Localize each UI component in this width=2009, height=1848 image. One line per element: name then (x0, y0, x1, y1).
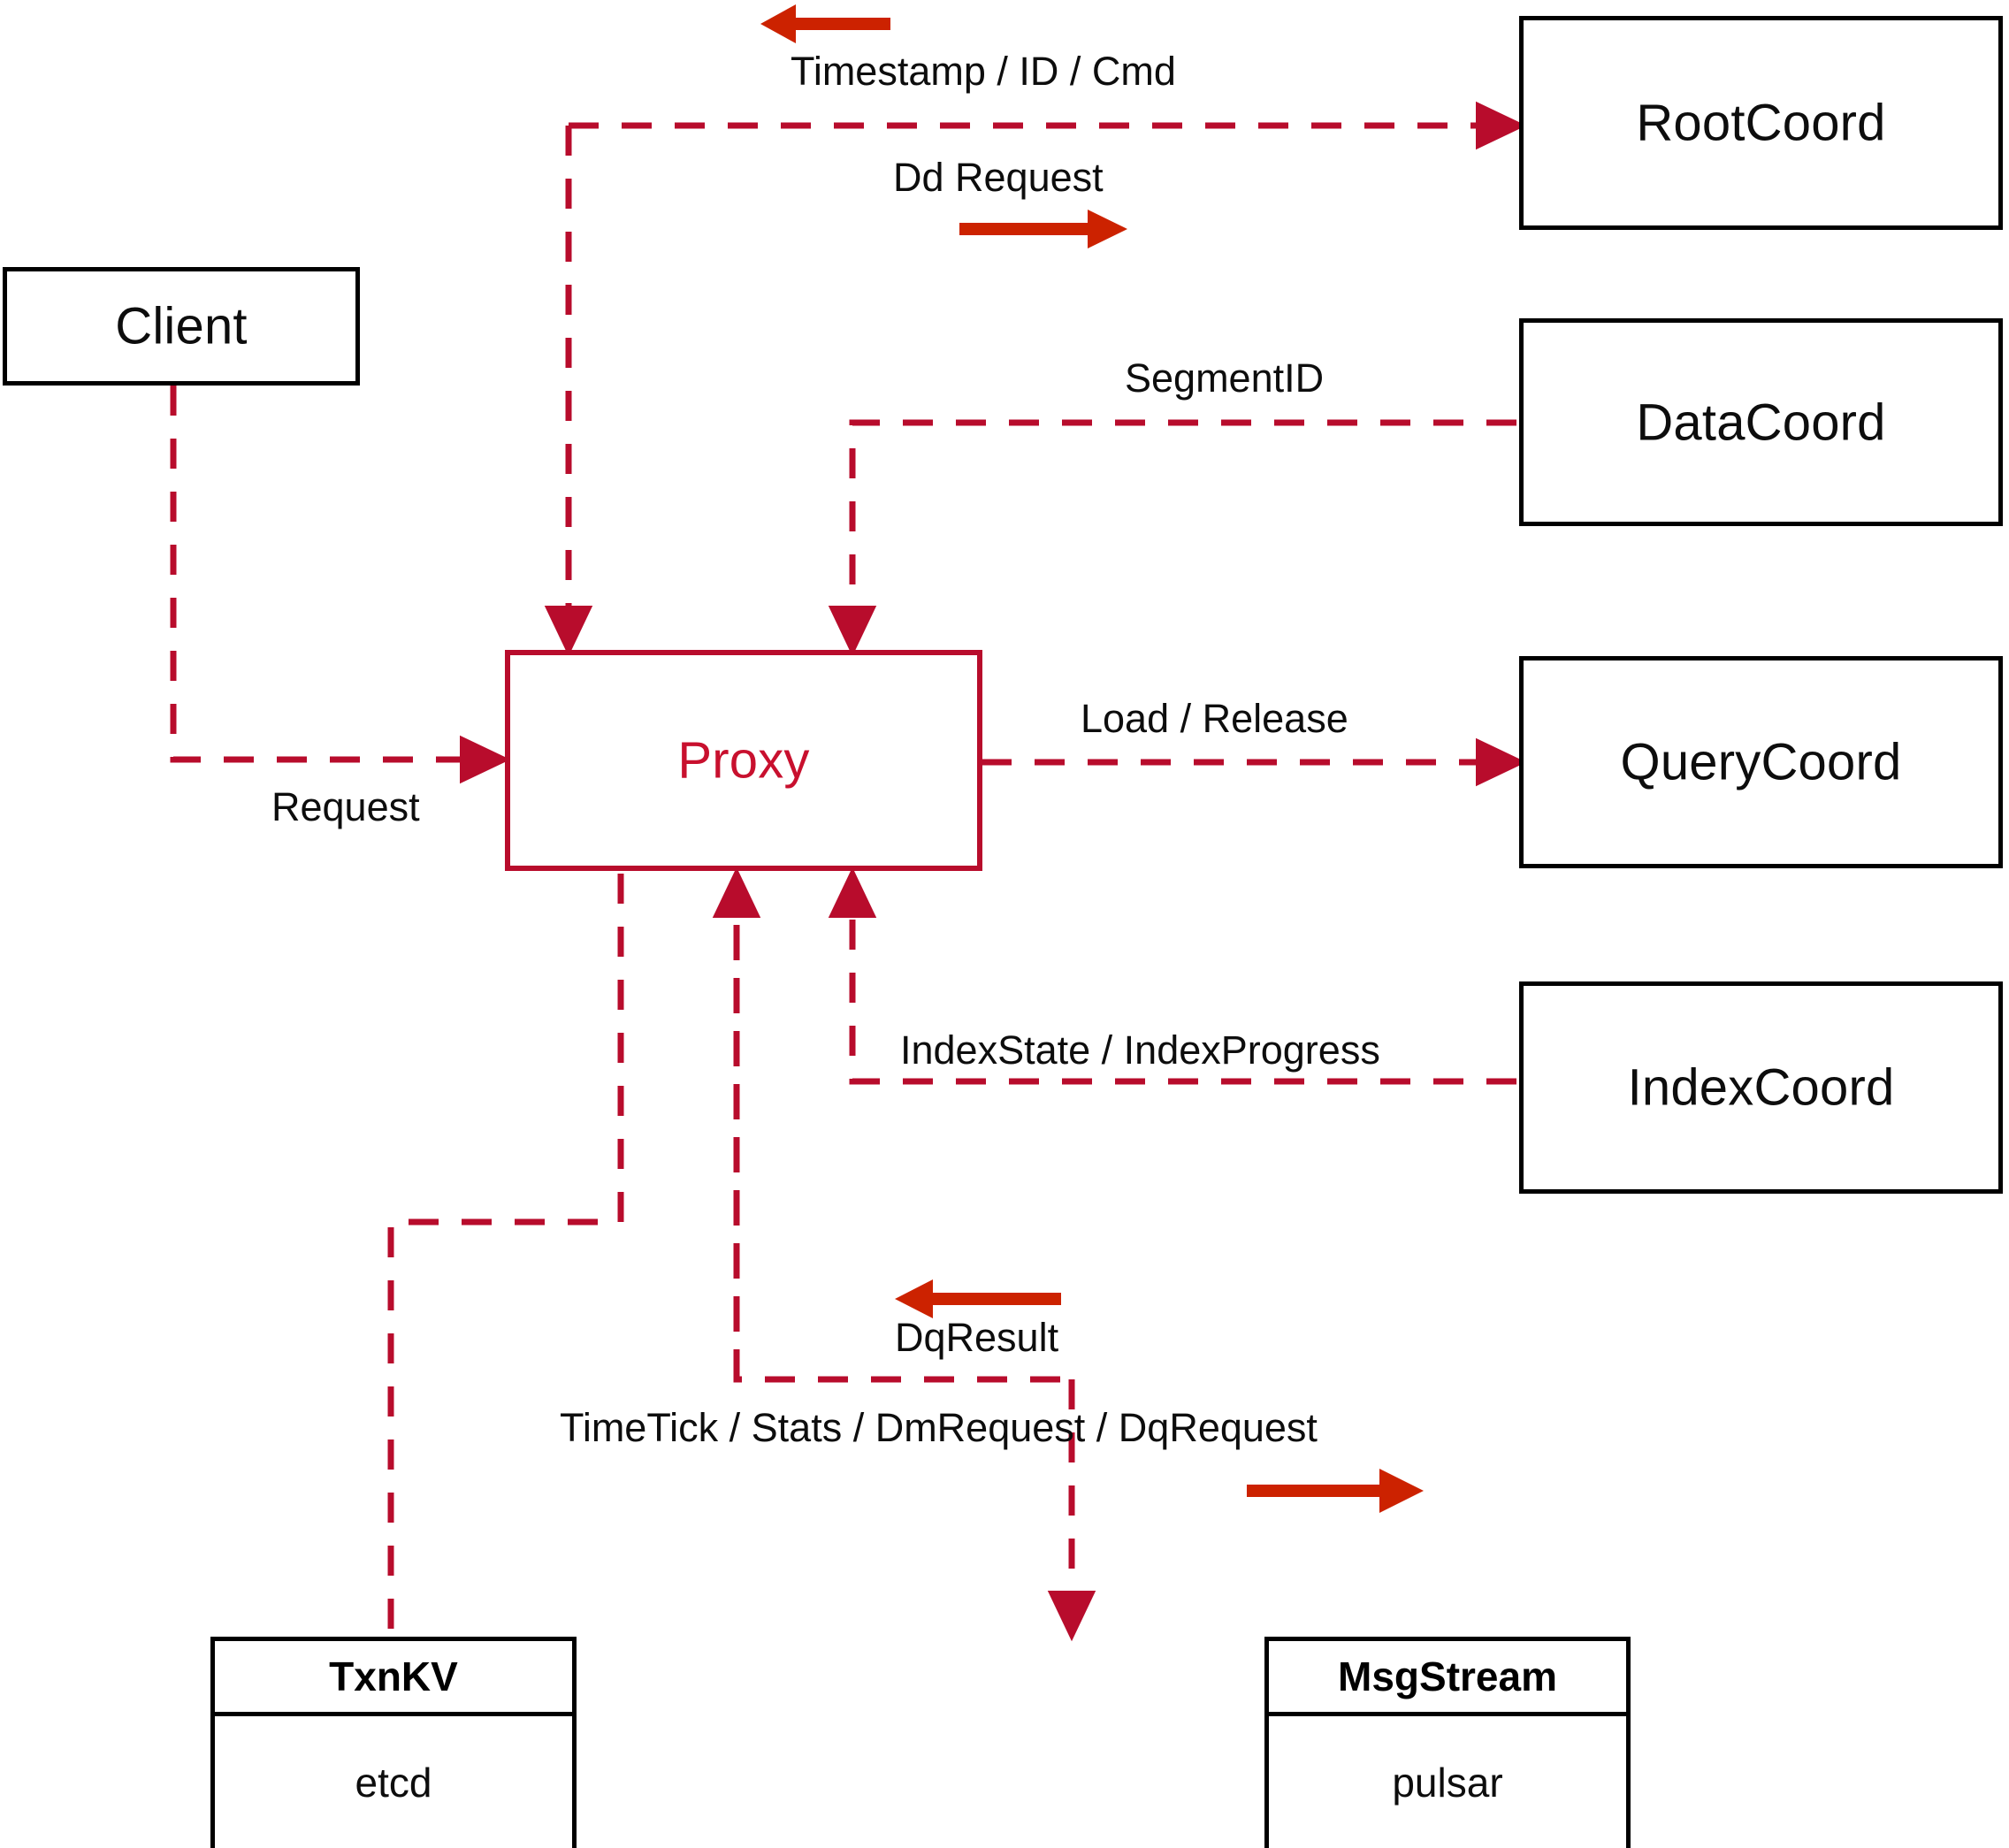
direction-arrow-timestamp-left (760, 4, 890, 43)
node-txnkv-header: TxnKV (215, 1641, 572, 1716)
direction-arrow-dqresult-left (895, 1279, 1061, 1318)
node-querycoord-label: QueryCoord (1620, 733, 1902, 791)
node-rootcoord[interactable]: RootCoord (1519, 16, 2003, 230)
node-indexcoord-label: IndexCoord (1627, 1058, 1895, 1117)
edge-label-dd-request: Dd Request (893, 155, 1104, 200)
node-txnkv-body: etcd (355, 1760, 432, 1806)
edge-label-load-release: Load / Release (1081, 696, 1348, 741)
node-indexcoord[interactable]: IndexCoord (1519, 981, 2003, 1194)
node-querycoord[interactable]: QueryCoord (1519, 656, 2003, 868)
node-proxy-label: Proxy (677, 731, 810, 790)
node-txnkv[interactable]: TxnKV etcd (210, 1637, 577, 1848)
node-proxy[interactable]: Proxy (505, 650, 982, 871)
edge-label-timestamp-id-cmd: Timestamp / ID / Cmd (791, 49, 1176, 94)
node-msgstream[interactable]: MsgStream pulsar (1264, 1637, 1631, 1848)
node-client[interactable]: Client (3, 267, 360, 386)
edge-label-timetick: TimeTick / Stats / DmRequest / DqRequest (560, 1405, 1318, 1450)
node-msgstream-body: pulsar (1392, 1760, 1503, 1806)
direction-arrow-ddrequest-right (959, 210, 1127, 248)
edge-client-proxy (170, 386, 511, 784)
node-msgstream-header: MsgStream (1269, 1641, 1626, 1716)
edge-proxy-txnkv (387, 874, 624, 1634)
node-datacoord-label: DataCoord (1636, 393, 1886, 451)
edge-datacoord-proxy (828, 419, 1516, 657)
direction-arrow-dqrequest-right (1247, 1469, 1424, 1513)
node-client-label: Client (115, 297, 248, 355)
edge-label-segmentid: SegmentID (1125, 355, 1325, 401)
edge-label-indexstate: IndexState / IndexProgress (900, 1027, 1380, 1073)
edge-label-request: Request (271, 784, 420, 829)
node-rootcoord-label: RootCoord (1636, 94, 1886, 152)
edge-indexcoord-proxy (828, 867, 1516, 1085)
edge-label-dqresult: DqResult (895, 1315, 1059, 1360)
node-datacoord[interactable]: DataCoord (1519, 318, 2003, 526)
direction-arrows (760, 4, 1424, 1513)
